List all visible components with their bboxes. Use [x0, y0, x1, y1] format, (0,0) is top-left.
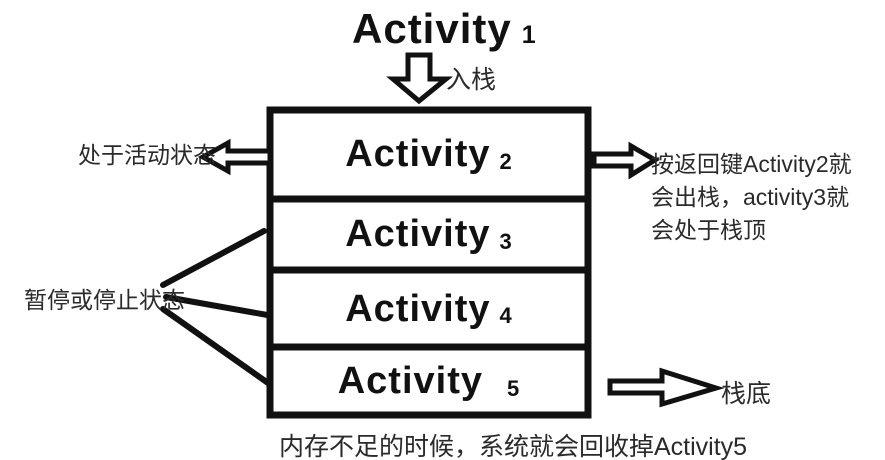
- stack-row-activity3: Activity 3: [273, 202, 585, 267]
- row-number: 5: [507, 375, 521, 401]
- stack-row-activity4: Activity 4: [273, 274, 585, 344]
- stack-bottom-label: 栈底: [721, 380, 772, 408]
- stack-box: [266, 106, 592, 419]
- back-key-note-line: 会出栈，activity3就: [651, 184, 850, 210]
- diagram-title: Activity 1: [352, 5, 537, 53]
- back-key-note: 按返回键Activity2就 会出栈，activity3就 会处于栈顶: [651, 148, 852, 247]
- active-state-label: 处于活动状态: [78, 142, 216, 168]
- row-label: Activity: [345, 287, 491, 330]
- row-label: Activity: [345, 213, 491, 255]
- title-activity-label: Activity: [352, 5, 512, 52]
- row-number: 4: [499, 303, 513, 328]
- pop-right-arrow-icon: [591, 141, 660, 180]
- stack-rows: Activity 2 Activity 3 Activity 4 Activity 5: [273, 113, 585, 412]
- back-key-note-line: 会处于栈顶: [651, 217, 766, 243]
- push-down-arrow-icon: [386, 52, 454, 105]
- active-state-left-arrow-icon: [197, 138, 273, 176]
- stack-bottom-arrow-icon: [607, 367, 725, 408]
- push-label: 入栈: [446, 66, 497, 94]
- row-label: Activity: [337, 360, 484, 402]
- back-key-note-line: 按返回键Activity2就: [651, 151, 852, 177]
- row-number: 2: [499, 148, 513, 174]
- title-activity-number: 1: [521, 21, 537, 49]
- row-number: 3: [499, 228, 513, 254]
- stack-row-activity2: Activity 2: [273, 113, 585, 196]
- row-label: Activity: [345, 133, 491, 175]
- paused-state-label: 暂停或停止状态: [24, 287, 185, 313]
- pointer-lines: [160, 228, 276, 386]
- stack-row-activity5: Activity 5: [273, 351, 585, 412]
- memory-note: 内存不足的时候，系统就会回收掉Activity5: [279, 433, 748, 460]
